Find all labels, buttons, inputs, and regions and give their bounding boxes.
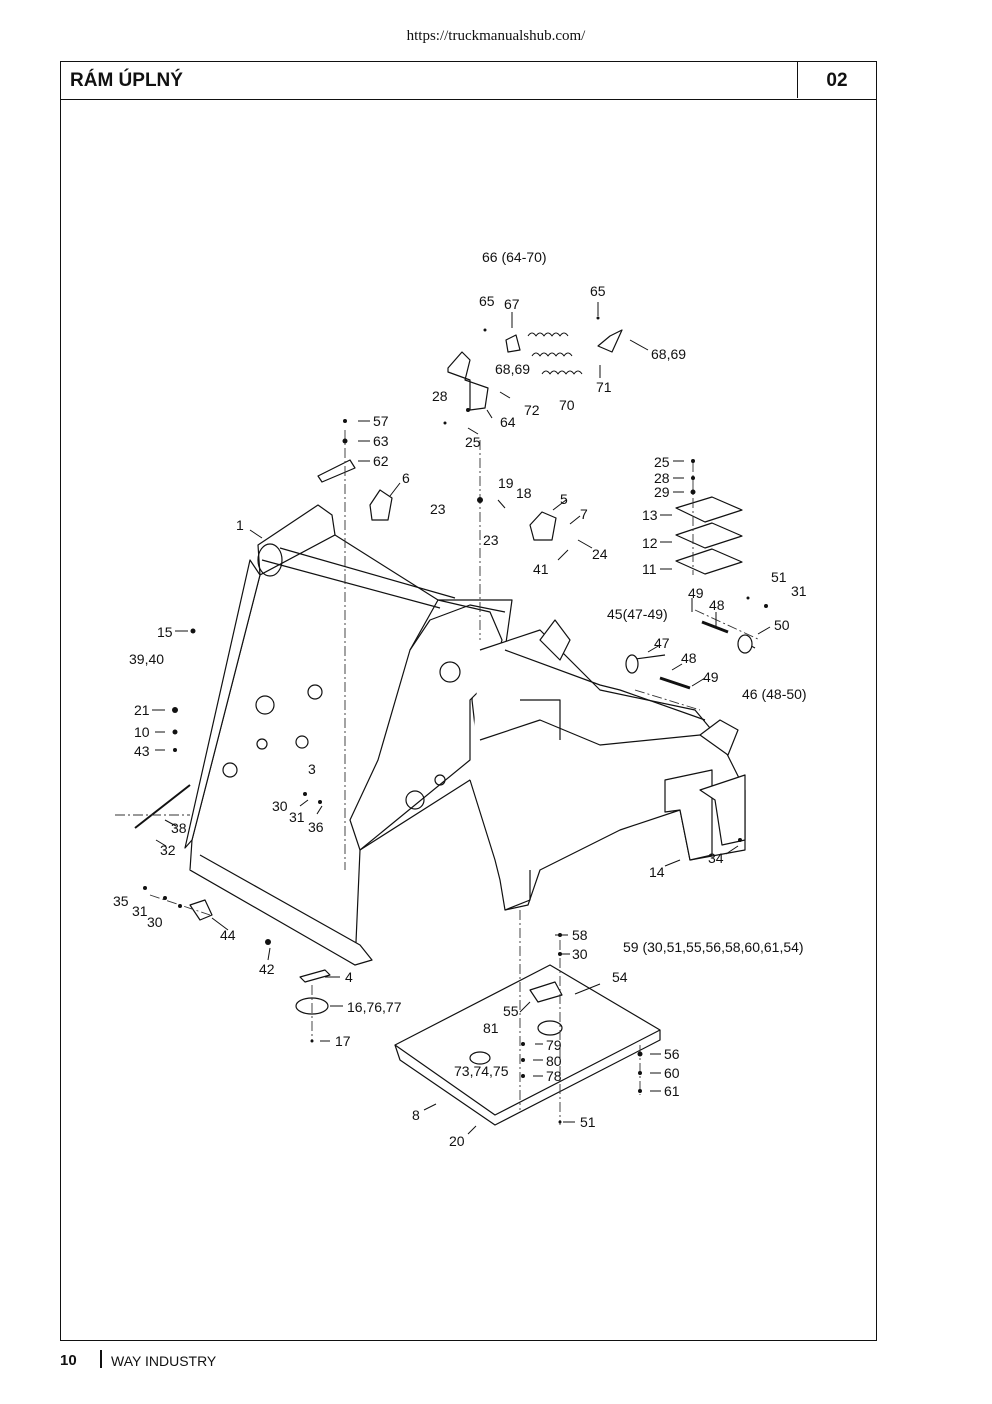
callout-label: 64 — [500, 414, 516, 430]
callout-label: 23 — [483, 532, 499, 548]
callout-label: 79 — [546, 1037, 562, 1053]
callout-label: 21 — [134, 702, 150, 718]
callout-label: 50 — [774, 617, 790, 633]
callout-label: 31 — [132, 903, 148, 919]
callout-label: 13 — [642, 507, 658, 523]
callout-label: 34 — [708, 850, 724, 866]
callout-label: 72 — [524, 402, 540, 418]
callout-label: 48 — [681, 650, 697, 666]
callout-label: 78 — [546, 1068, 562, 1084]
callout-label: 30 — [272, 798, 288, 814]
callout-label: 42 — [259, 961, 275, 977]
callout-label: 12 — [642, 535, 658, 551]
callout-label: 63 — [373, 433, 389, 449]
callout-label: 80 — [546, 1053, 562, 1069]
callout-label: 6 — [402, 470, 410, 486]
callout-label: 58 — [572, 927, 588, 943]
callout-label: 25 — [654, 454, 670, 470]
page-frame: RÁM ÚPLNÝ 02 — [60, 61, 877, 1341]
callout-label: 65 — [479, 293, 495, 309]
callout-label: 51 — [771, 569, 787, 585]
callout-label: 73,74,75 — [454, 1063, 509, 1079]
callout-label: 5 — [560, 491, 568, 507]
callout-label: 39,40 — [129, 651, 165, 667]
callout-label: 36 — [308, 819, 324, 835]
callout-label: 8 — [412, 1107, 420, 1123]
callout-label: 46 (48-50) — [742, 686, 807, 702]
callout-label: 71 — [596, 379, 612, 395]
callout-label: 31 — [289, 809, 305, 825]
page-number: 10 — [60, 1352, 77, 1369]
callout-label: 51 — [580, 1114, 596, 1130]
callout-label: 20 — [449, 1133, 465, 1149]
callout-label: 49 — [703, 669, 719, 685]
callout-label: 68,69 — [495, 361, 531, 377]
callout-label: 28 — [432, 388, 448, 404]
callout-label: 56 — [664, 1046, 680, 1062]
callout-label: 18 — [516, 485, 532, 501]
callout-label: 35 — [113, 893, 129, 909]
callout-label: 65 — [590, 283, 606, 299]
callout-label: 28 — [654, 470, 670, 486]
callout-label: 57 — [373, 413, 389, 429]
callout-label: 24 — [592, 546, 608, 562]
callout-label: 29 — [654, 484, 670, 500]
callout-label: 68,69 — [651, 346, 687, 362]
source-url[interactable]: https://truckmanualshub.com/ — [406, 28, 586, 44]
callout-label: 30 — [572, 946, 588, 962]
callout-label: 19 — [498, 475, 514, 491]
callout-label: 3 — [308, 761, 316, 777]
header-bar: RÁM ÚPLNÝ 02 — [61, 62, 876, 100]
callout-label: 32 — [160, 842, 176, 858]
callout-label: 30 — [147, 914, 163, 930]
callout-label: 45(47-49) — [607, 606, 668, 622]
callout-label: 67 — [504, 296, 520, 312]
callout-label: 54 — [612, 969, 628, 985]
footer-divider — [100, 1350, 102, 1368]
callout-label: 14 — [649, 864, 665, 880]
callout-label: 4 — [345, 969, 353, 985]
callout-label: 81 — [483, 1020, 499, 1036]
callout-label: 1 — [236, 517, 244, 533]
callout-label: 44 — [220, 927, 236, 943]
section-number: 02 — [797, 62, 876, 98]
callout-label: 7 — [580, 506, 588, 522]
callout-label: 17 — [335, 1033, 351, 1049]
callout-label: 31 — [791, 583, 807, 599]
callout-label: 16,76,77 — [347, 999, 402, 1015]
footer-brand: WAY INDUSTRY — [111, 1353, 217, 1369]
callout-label: 59 (30,51,55,56,58,60,61,54) — [623, 939, 804, 955]
callout-label: 60 — [664, 1065, 680, 1081]
callout-label: 70 — [559, 397, 575, 413]
callout-label: 10 — [134, 724, 150, 740]
callout-label: 66 (64-70) — [482, 249, 547, 265]
callout-label: 15 — [157, 624, 173, 640]
callout-label: 43 — [134, 743, 150, 759]
callout-label: 25 — [465, 434, 481, 450]
callout-label: 62 — [373, 453, 389, 469]
callout-label: 49 — [688, 585, 704, 601]
callout-label: 61 — [664, 1083, 680, 1099]
callout-label: 47 — [654, 635, 670, 651]
callout-label: 41 — [533, 561, 549, 577]
callout-label: 55 — [503, 1003, 519, 1019]
callout-label: 11 — [642, 561, 657, 577]
page-title: RÁM ÚPLNÝ — [70, 70, 183, 91]
callout-label: 38 — [171, 820, 187, 836]
callout-label: 48 — [709, 597, 725, 613]
callout-label: 23 — [430, 501, 446, 517]
